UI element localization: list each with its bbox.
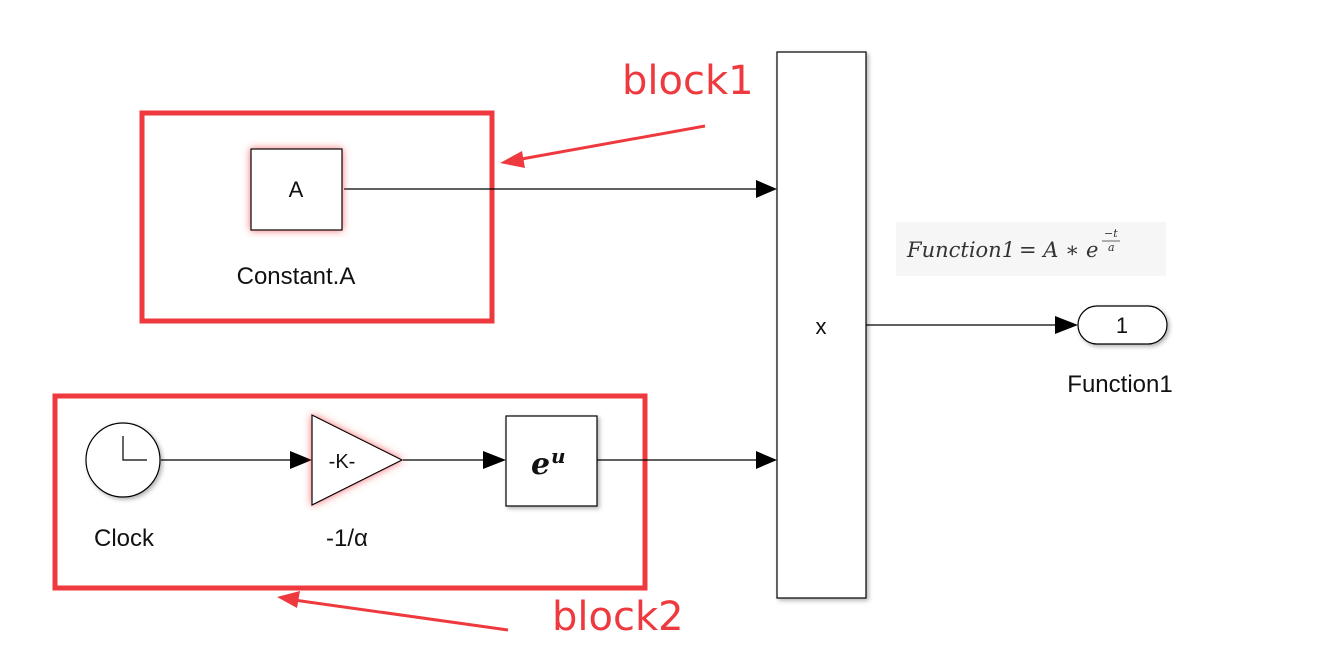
outport-block-label: Function1: [1067, 371, 1172, 398]
constant-block[interactable]: A: [250, 148, 343, 231]
block2-arrow: [277, 591, 509, 632]
gain-block-label: -1/α: [326, 525, 368, 552]
formula-exponent-numerator: −t: [1104, 227, 1118, 240]
outport-block-number: 1: [1116, 313, 1128, 338]
formula-lhs: Function1: [906, 238, 1015, 262]
signal-lines: [161, 188, 1056, 461]
arrowheads: [290, 180, 1078, 469]
constant-block-label: Constant.A: [237, 263, 356, 290]
clock-block[interactable]: [85, 422, 161, 498]
arrowhead-icon: [1055, 316, 1078, 334]
gain-block-value: -K-: [329, 451, 356, 473]
outport-block[interactable]: 1: [1077, 305, 1168, 345]
gain-block[interactable]: -K-: [311, 414, 404, 506]
arrowhead-icon: [483, 451, 506, 469]
formula-exponent-denominator: a: [1108, 241, 1115, 254]
product-block-symbol: x: [816, 314, 827, 339]
exp-block-symbol: e u: [531, 444, 566, 482]
product-block[interactable]: x: [776, 51, 867, 599]
exp-exponent: u: [551, 444, 566, 468]
exp-function-block[interactable]: e u: [505, 415, 598, 507]
arrowhead-icon: [756, 180, 777, 198]
exp-base: e: [531, 447, 550, 482]
arrowhead-icon: [756, 451, 777, 469]
block2-annotation: block2: [552, 594, 684, 640]
constant-block-value: A: [289, 177, 304, 202]
block1-arrow: [500, 124, 706, 168]
block1-annotation: block1: [622, 58, 754, 104]
clock-icon: [122, 436, 147, 461]
formula-rhs: = A ∗ e: [1019, 238, 1099, 262]
formula-annotation: Function1 = A ∗ e −t a: [896, 222, 1166, 276]
clock-block-label: Clock: [94, 525, 155, 552]
arrowhead-icon: [290, 451, 312, 469]
block1-highlight-box: [139, 110, 495, 324]
block2-highlight-box: [52, 393, 648, 591]
